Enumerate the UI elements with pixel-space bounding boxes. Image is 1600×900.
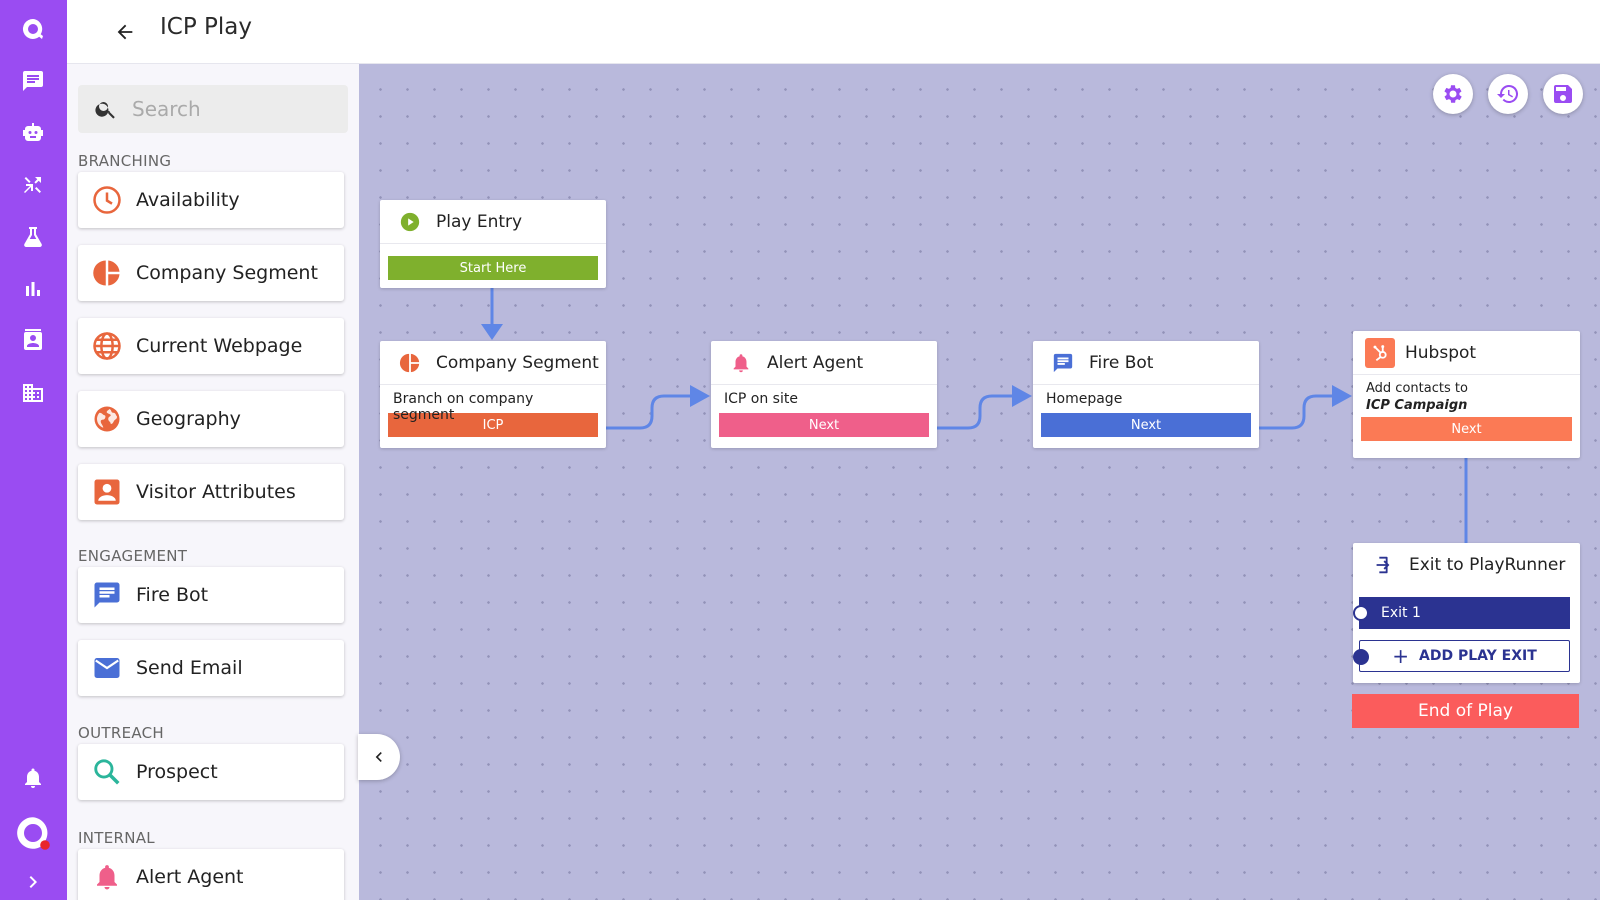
bell-icon — [91, 861, 123, 893]
tool-prospect[interactable]: Prospect — [78, 744, 344, 800]
node-hubspot[interactable]: Hubspot Add contacts to ICP Campaign Nex… — [1353, 331, 1580, 458]
history-icon — [1497, 84, 1519, 103]
node-alert-agent[interactable]: Alert Agent ICP on site Next — [711, 341, 937, 448]
conversations-icon[interactable] — [17, 65, 49, 97]
tool-label: Visitor Attributes — [136, 481, 296, 503]
tool-company-segment[interactable]: Company Segment — [78, 245, 344, 301]
tool-label: Send Email — [136, 657, 243, 679]
bell-icon — [729, 351, 753, 375]
start-here-button[interactable]: Start Here — [388, 256, 598, 280]
tool-send-email[interactable]: Send Email — [78, 640, 344, 696]
search-input[interactable] — [132, 97, 332, 121]
node-title: Alert Agent — [767, 352, 864, 373]
expand-rail-chevron-icon[interactable] — [17, 866, 49, 898]
icp-branch-button[interactable]: ICP — [388, 413, 598, 437]
add-play-exit-button[interactable]: + ADD PLAY EXIT — [1359, 640, 1570, 672]
chat-icon — [1051, 351, 1075, 375]
chevron-left-icon — [375, 752, 382, 762]
tool-current-webpage[interactable]: Current Webpage — [78, 318, 344, 374]
node-title: Play Entry — [436, 211, 523, 232]
tool-fire-bot[interactable]: Fire Bot — [78, 567, 344, 623]
tool-label: Alert Agent — [136, 866, 244, 888]
section-label-internal: INTERNAL — [78, 829, 155, 847]
next-button[interactable]: Next — [1361, 417, 1572, 441]
tool-label: Availability — [136, 189, 240, 211]
node-title: Exit to PlayRunner — [1409, 555, 1566, 575]
app-rail — [0, 0, 67, 900]
save-button[interactable] — [1543, 74, 1583, 114]
tool-visitor-attributes[interactable]: Visitor Attributes — [78, 464, 344, 520]
tool-label: Geography — [136, 408, 241, 430]
earth-icon — [91, 403, 123, 435]
node-title: Fire Bot — [1089, 352, 1154, 373]
search-box[interactable] — [78, 85, 348, 133]
node-subtitle: Add contacts to — [1366, 381, 1468, 396]
section-label-branching: BRANCHING — [78, 152, 172, 170]
chat-icon — [91, 579, 123, 611]
flow-canvas[interactable] — [359, 64, 1600, 900]
add-exit-port[interactable] — [1353, 649, 1369, 665]
page-header: ICP Play — [67, 0, 1600, 64]
page-title: ICP Play — [160, 14, 252, 40]
accounts-building-icon[interactable] — [17, 377, 49, 409]
node-title: Company Segment — [436, 352, 599, 373]
tool-availability[interactable]: Availability — [78, 172, 344, 228]
tool-label: Fire Bot — [136, 584, 209, 606]
campaign-name: ICP Campaign — [1366, 398, 1468, 413]
bot-icon[interactable] — [17, 117, 49, 149]
node-play-entry[interactable]: Play Entry Start Here — [380, 200, 606, 288]
section-label-engagement: ENGAGEMENT — [78, 547, 188, 565]
plays-icon[interactable] — [17, 169, 49, 201]
tool-alert-agent[interactable]: Alert Agent — [78, 849, 344, 900]
add-exit-label: ADD PLAY EXIT — [1419, 648, 1537, 664]
exit-label: Exit 1 — [1381, 605, 1421, 621]
clock-icon — [91, 184, 123, 216]
node-company-segment[interactable]: Company Segment Branch on company segmen… — [380, 341, 606, 448]
pie-chart-icon — [91, 257, 123, 289]
plus-icon: + — [1392, 644, 1409, 668]
tool-geography[interactable]: Geography — [78, 391, 344, 447]
history-button[interactable] — [1488, 74, 1528, 114]
next-button[interactable]: Next — [1041, 413, 1251, 437]
node-title: Hubspot — [1405, 342, 1477, 363]
node-subtitle: ICP on site — [724, 391, 798, 407]
analytics-icon[interactable] — [17, 273, 49, 305]
tool-label: Current Webpage — [136, 335, 303, 357]
tool-palette: BRANCHING Availability Company Segment C… — [67, 64, 359, 900]
contacts-icon[interactable] — [17, 325, 49, 357]
email-icon — [91, 652, 123, 684]
end-of-play-banner: End of Play — [1352, 694, 1579, 728]
save-floppy-icon — [1554, 85, 1572, 103]
exit-arrow-icon — [1371, 553, 1395, 577]
next-button[interactable]: Next — [719, 413, 929, 437]
exit-1-bar[interactable]: Exit 1 — [1359, 597, 1570, 629]
lab-flask-icon[interactable] — [17, 221, 49, 253]
node-fire-bot[interactable]: Fire Bot Homepage Next — [1033, 341, 1259, 448]
gear-icon — [1444, 85, 1462, 103]
hubspot-logo-icon — [1365, 337, 1395, 368]
node-subtitle: Branch on company segment — [393, 391, 534, 423]
app-logo-icon[interactable] — [17, 13, 49, 45]
node-subtitle: Homepage — [1046, 391, 1123, 407]
tool-label: Company Segment — [136, 262, 318, 284]
settings-button[interactable] — [1433, 74, 1473, 114]
search-icon — [95, 102, 115, 119]
back-arrow-icon[interactable] — [111, 18, 139, 46]
tool-label: Prospect — [136, 761, 218, 783]
notifications-bell-icon[interactable] — [17, 762, 49, 794]
user-avatar[interactable] — [14, 814, 52, 852]
section-label-outreach: OUTREACH — [78, 724, 164, 742]
exit-1-port[interactable] — [1353, 605, 1369, 621]
person-card-icon — [91, 476, 123, 508]
search-icon — [91, 756, 123, 788]
collapse-sidebar-button[interactable] — [358, 734, 400, 780]
globe-icon — [91, 330, 123, 362]
play-circle-icon — [398, 210, 422, 234]
pie-chart-icon — [398, 351, 422, 375]
